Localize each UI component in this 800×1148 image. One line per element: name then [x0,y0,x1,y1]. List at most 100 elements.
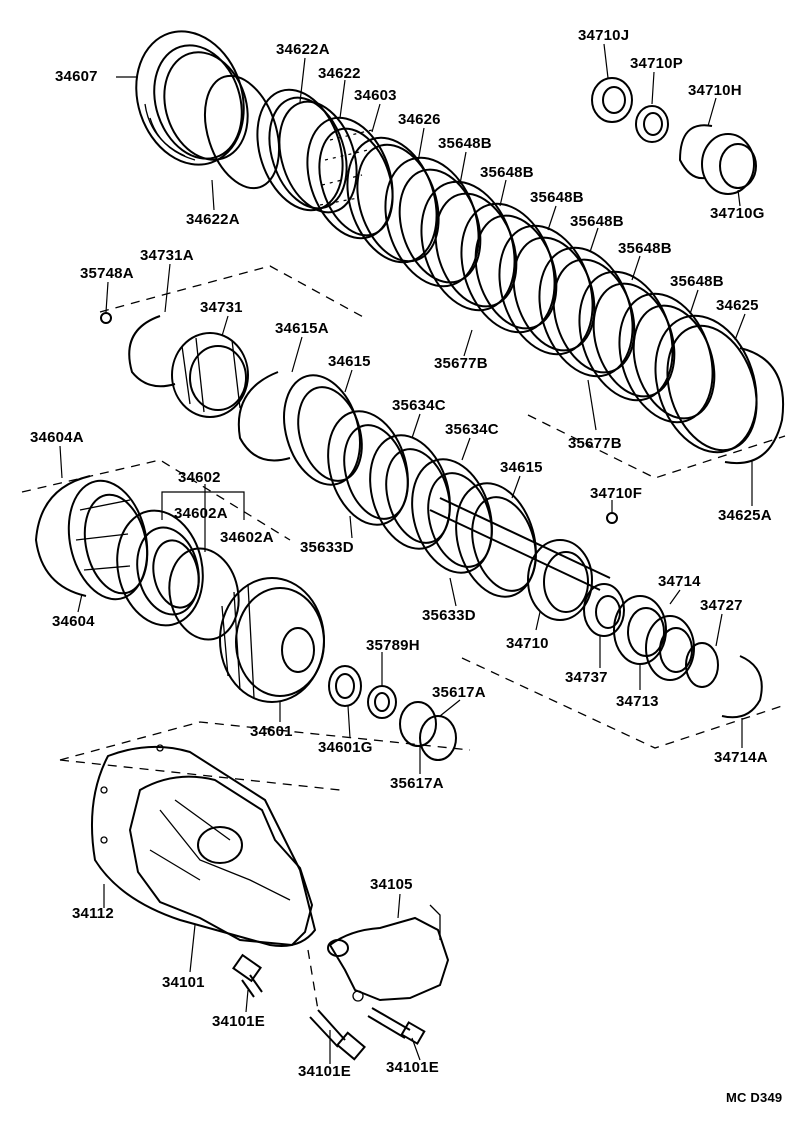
discs-35633d-35634c [327,410,537,598]
label-bracket-34602 [161,484,245,552]
ring-gear-34713 [645,615,695,681]
case-assembly-outline [59,721,471,761]
label-35648b-5: 35648B [618,240,672,257]
label-34601: 34601 [250,723,293,740]
label-35648b-2: 35648B [480,164,534,181]
bolt-centerline [307,949,319,1011]
snap-ring-34615a [237,371,291,462]
check-ball-35748a [100,312,112,324]
bolt-34101e-right [367,1007,426,1045]
label-34602a-1: 34602A [174,505,228,522]
label-34602a-2: 34602A [220,529,274,546]
clutch-plate-stack [384,156,716,424]
label-34604a: 34604A [30,429,84,446]
label-34622a-top: 34622A [276,41,330,58]
middle-assembly-outline [21,459,291,541]
label-35634c-2: 35634C [445,421,499,438]
label-34710j: 34710J [578,27,630,44]
drum-34607 [135,30,249,166]
washer-34710p [635,105,669,143]
extension-housing-34105 [327,904,450,1002]
label-35677b-1: 35677B [434,355,488,372]
label-34101e-left: 34101E [212,1013,265,1030]
gear-34737 [583,583,625,637]
label-35634c-1: 35634C [392,397,446,414]
label-34101e-center: 34101E [298,1063,351,1080]
label-35677b-2: 35677B [568,435,622,452]
label-35633d-2: 35633D [422,607,476,624]
label-34101: 34101 [162,974,205,991]
label-34710f: 34710F [590,485,643,502]
gasket-34112 [91,744,317,947]
seal-ring-34622a-outer [204,74,280,190]
label-34105: 34105 [370,876,413,893]
lower-assembly-outline [461,657,783,749]
label-34602: 34602 [178,469,221,486]
label-35617a-upper: 35617A [432,684,486,701]
bearing-34714 [613,595,667,665]
one-way-clutch-34731 [171,332,249,418]
bolt-34101e-center [309,1009,366,1061]
label-35648b-3: 35648B [530,189,584,206]
spring-retainer-34603 [306,116,394,240]
leader-lines [59,43,753,1064]
label-35617a-lower: 35617A [390,775,444,792]
label-34615a: 34615A [275,320,329,337]
brake-piston-34604 [67,479,149,601]
plug-34710f [606,512,618,524]
o-ring-34602a-right [168,547,240,641]
label-34615-upper: 34615 [328,353,371,370]
case-assembly-outline-bottom [59,759,341,791]
snap-ring-34625a [724,347,784,465]
label-34714: 34714 [658,573,701,590]
bearing-34601g [328,665,362,707]
label-34601g: 34601G [318,739,373,756]
flange-34625 [654,314,758,454]
race-34727 [685,642,719,688]
label-34625a: 34625A [718,507,772,524]
piston-34622 [256,88,358,214]
label-34714a: 34714A [714,749,768,766]
label-34710h: 34710H [688,82,742,99]
label-34625: 34625 [716,297,759,314]
label-34615-lower: 34615 [500,459,543,476]
label-34607: 34607 [55,68,98,85]
label-34604: 34604 [52,613,95,630]
drum-34601 [219,577,325,703]
seal-rings-35617a [399,701,457,761]
plate-34615-upper [283,374,363,486]
transmission-case-34101 [128,775,314,947]
label-35789h: 35789H [366,637,420,654]
shaft-34710 [429,497,611,621]
label-34710p: 34710P [630,55,683,72]
label-35633d-1: 35633D [300,539,354,556]
label-34710: 34710 [506,635,549,652]
snap-ring-34731a [128,315,176,388]
snap-ring-34604a [34,475,91,597]
label-34731a: 34731A [140,247,194,264]
diagram-code: MC D349 [726,1090,783,1105]
label-34112: 34112 [72,905,114,922]
label-34622: 34622 [318,65,361,82]
label-34626: 34626 [398,111,441,128]
upper-assembly-outline [99,265,366,319]
label-35648b-1: 35648B [438,135,492,152]
label-34727: 34727 [700,597,743,614]
label-34710g: 34710G [710,205,765,222]
label-35748a: 35748A [80,265,134,282]
upper-assembly-outline-right [527,414,786,479]
label-35648b-4: 35648B [570,213,624,230]
label-34622a-bottom: 34622A [186,211,240,228]
snap-ring-34710h [678,124,713,180]
o-ring-34602a-left [152,539,200,609]
label-34737: 34737 [565,669,608,686]
seal-35789h [367,685,397,719]
snap-ring-34714a [721,655,763,719]
label-34731: 34731 [200,299,243,316]
nut-34710j [591,77,633,123]
label-34603: 34603 [354,87,397,104]
label-35648b-6: 35648B [670,273,724,290]
label-34101e-right: 34101E [386,1059,439,1076]
